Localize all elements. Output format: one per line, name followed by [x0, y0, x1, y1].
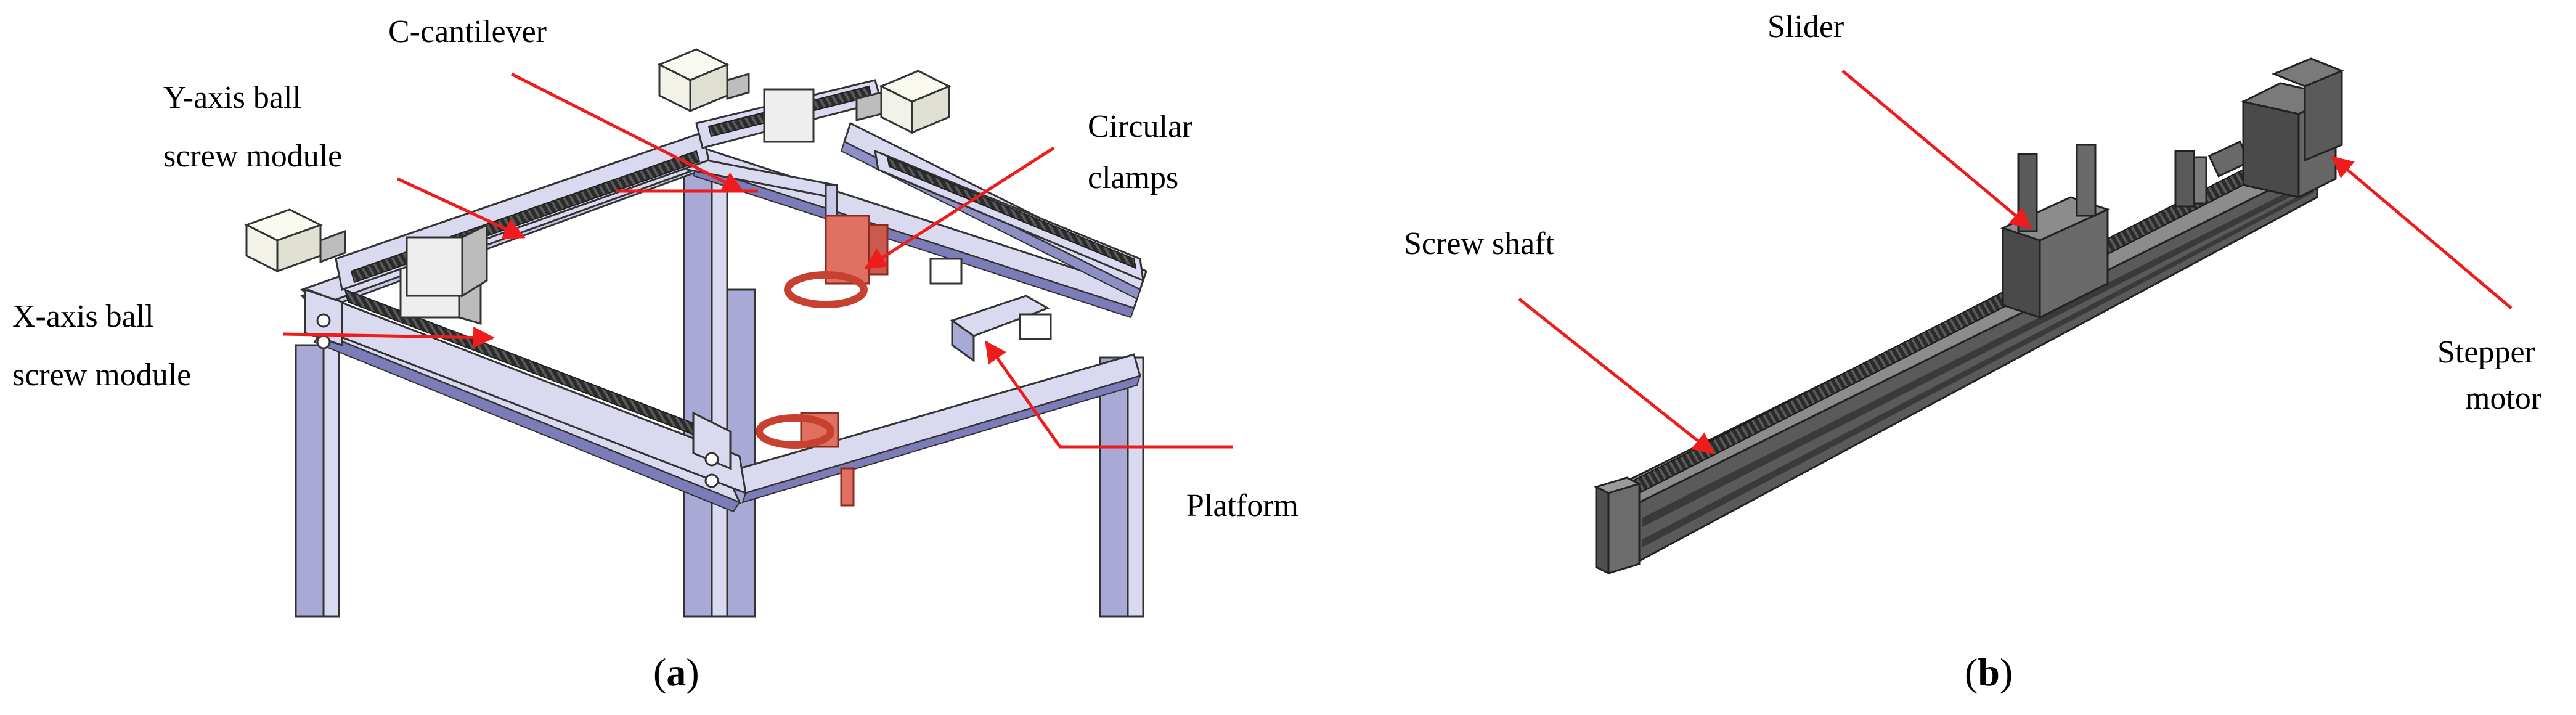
leader-x-axis [283, 326, 495, 348]
label-slider: Slider [1767, 9, 1844, 44]
svg-text:(a): (a) [653, 650, 699, 694]
motor-top-b [855, 70, 952, 134]
leader-screw-shaft [1518, 298, 1715, 454]
panel-b-illustration [1593, 57, 2344, 575]
leader-y-axis [396, 177, 526, 239]
label-x-axis-line2: screw module [12, 358, 191, 393]
rail-groove [1642, 179, 2314, 527]
end-block-left [1593, 476, 1642, 575]
label-y-axis-line2: screw module [163, 139, 342, 174]
slider-block [2000, 144, 2111, 319]
rear-rail [695, 79, 1144, 282]
label-x-axis-line1: X-axis ball [12, 299, 154, 334]
label-circular-line2: clamps [1088, 160, 1178, 195]
leader-platform [984, 340, 1233, 449]
label-stepper-line1: Stepper [2437, 335, 2535, 370]
label-circular-line1: Circular [1088, 109, 1192, 144]
label-platform: Platform [1186, 488, 1298, 523]
svg-text:(b): (b) [1965, 650, 2013, 694]
motor-left [244, 208, 346, 273]
motor-top-a [657, 48, 750, 113]
leader-c-cantilever [510, 72, 744, 193]
stepper-motor-block [2240, 57, 2344, 199]
label-stepper-line2: motor [2465, 381, 2541, 416]
leader-stepper-motor [2331, 156, 2513, 309]
label-screw-shaft: Screw shaft [1404, 226, 1555, 261]
leader-circular-clamps [864, 146, 1055, 270]
leader-slider [1841, 70, 2032, 229]
screw-shaft [1620, 165, 2257, 501]
panel-b-leaders [1518, 70, 2513, 454]
y-axis-module [335, 131, 710, 298]
end-block-right [2174, 150, 2207, 208]
platform [929, 258, 1052, 362]
caption-a: (a) [653, 650, 699, 694]
panel-a-leaders [283, 72, 1233, 449]
rail-groove-2 [1642, 188, 2314, 547]
caption-b: (b) [1965, 650, 2013, 694]
label-c-cantilever: C-cantilever [388, 14, 547, 49]
panel-a-illustration [244, 48, 1147, 618]
label-y-axis-line1: Y-axis ball [163, 80, 301, 115]
